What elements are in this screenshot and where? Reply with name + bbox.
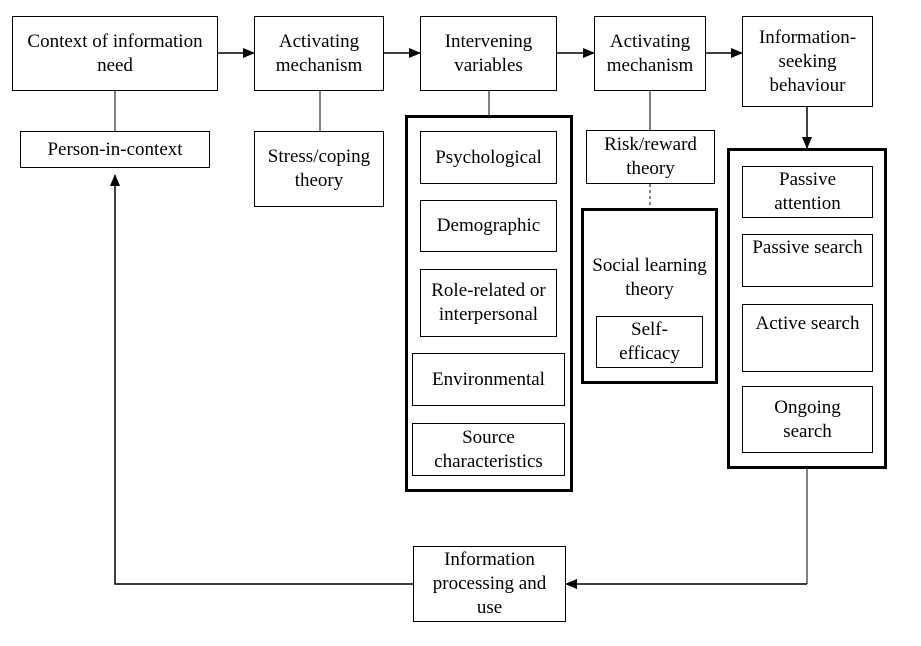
role-related-box: Role-related or interpersonal [420, 269, 557, 337]
risk-reward-theory-box: Risk/reward theory [586, 130, 715, 184]
context-label: Context of information need [27, 30, 203, 76]
environmental-label: Environmental [432, 368, 545, 390]
psychological-box: Psychological [420, 131, 557, 184]
active-search-box: Active search [742, 304, 873, 372]
social-learning-label: Social learning theory [592, 255, 707, 300]
role-related-label: Role-related or interpersonal [431, 280, 546, 325]
source-characteristics-box: Source characteristics [412, 423, 565, 476]
risk-reward-label: Risk/reward theory [604, 134, 697, 179]
information-processing-and-use-box: Information processing and use [413, 546, 566, 622]
activating-mechanism-box-2: Activating mechanism [594, 16, 706, 91]
passive-attention-label: Passive attention [774, 169, 841, 214]
intervening-variables-group [405, 115, 573, 492]
activating-mechanism-box-1: Activating mechanism [254, 16, 384, 91]
ongoing-search-label: Ongoing search [774, 396, 841, 442]
context-of-information-need-box: Context of information need [12, 16, 218, 91]
demographic-box: Demographic [420, 200, 557, 252]
info-seeking-label: Information-seeking behaviour [758, 26, 857, 96]
person-in-context-label: Person-in-context [47, 138, 183, 160]
social-learning-group [581, 208, 718, 384]
psychological-label: Psychological [435, 146, 542, 168]
intervening-variables-box: Intervening variables [420, 16, 557, 91]
activating-label-1: Activating mechanism [275, 30, 363, 76]
demographic-label: Demographic [436, 215, 541, 236]
passive-search-label: Passive search [752, 237, 863, 258]
passive-attention-box: Passive attention [742, 166, 873, 218]
environmental-box: Environmental [412, 353, 565, 406]
information-seeking-behaviour-box: Information-seeking behaviour [742, 16, 873, 107]
social-learning-theory-box: Social learning theory [583, 210, 716, 310]
source-characteristics-label: Source characteristics [434, 426, 543, 472]
connector-processing-left [110, 174, 413, 585]
stress-coping-label: Stress/coping theory [267, 146, 371, 191]
intervening-label: Intervening variables [444, 30, 533, 76]
activating-label-2: Activating mechanism [606, 30, 694, 76]
self-efficacy-label: Self-efficacy [619, 319, 680, 364]
self-efficacy-box: Self-efficacy [596, 316, 703, 368]
passive-search-box: Passive search [742, 234, 873, 287]
active-search-label: Active search [755, 313, 860, 334]
info-processing-label: Information processing and use [432, 549, 547, 618]
ongoing-search-box: Ongoing search [742, 386, 873, 453]
person-in-context-box: Person-in-context [20, 131, 210, 168]
search-modes-group [727, 148, 887, 469]
stress-coping-theory-box: Stress/coping theory [254, 131, 384, 207]
